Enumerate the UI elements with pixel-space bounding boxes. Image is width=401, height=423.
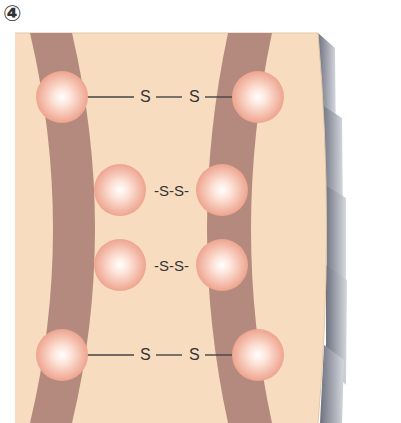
disulfide-bond: -S-S-: [154, 258, 189, 273]
bond-lines: [86, 97, 234, 355]
amino-spheres: [36, 71, 284, 381]
sulfur-atom: S: [189, 89, 200, 105]
hair-cortex: [15, 33, 327, 423]
keratin-band: [30, 33, 95, 423]
sulfur-atom: S: [189, 347, 200, 363]
sulfur-atom: S: [140, 347, 151, 363]
callout-number: ④: [3, 3, 22, 25]
sulfur-atom: S: [140, 89, 151, 105]
disulfide-bond: -S-S-: [154, 183, 189, 198]
